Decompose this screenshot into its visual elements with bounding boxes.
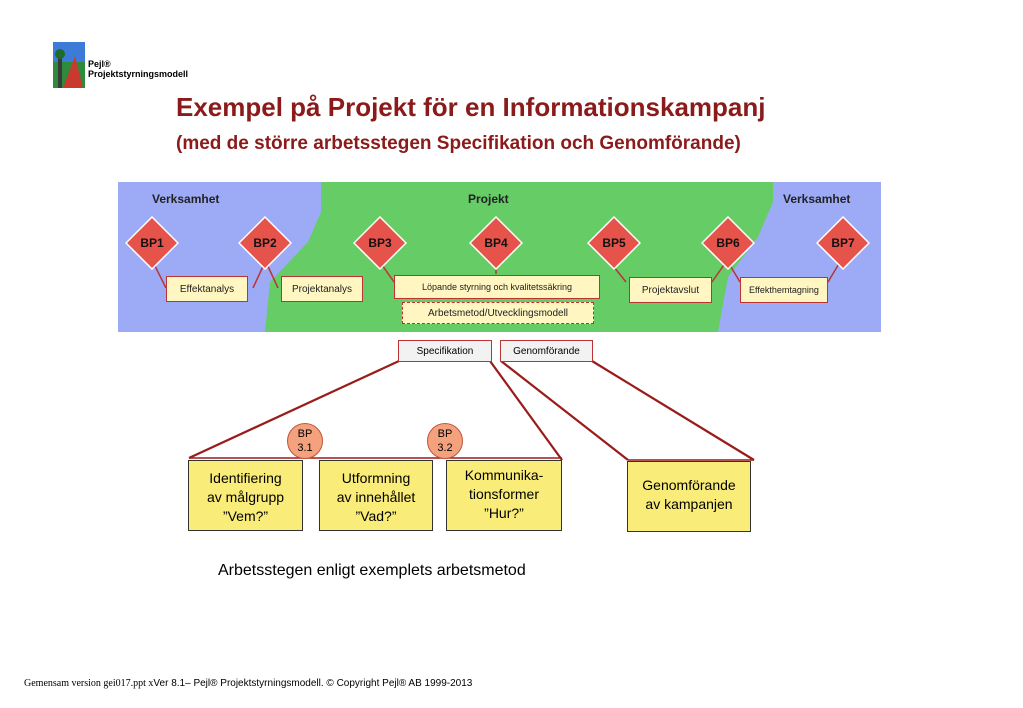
bp4-label: BP4 (484, 236, 508, 250)
work-box-1-line1: Identifiering (209, 470, 282, 486)
bp1-label: BP1 (140, 236, 164, 250)
footer: Gemensam version gei017.ppt xVer 8.1– Pe… (24, 678, 472, 689)
region-label-left: Verksamhet (152, 192, 220, 206)
region-label-right: Verksamhet (783, 192, 851, 206)
caption: Arbetsstegen enligt exemplets arbetsmeto… (218, 562, 526, 579)
bp5-label: BP5 (602, 236, 626, 250)
bp6-diamond: BP6 (701, 216, 755, 270)
bp6-label: BP6 (716, 236, 740, 250)
work-box-2-line1: Utformning (341, 470, 411, 486)
logo-line2: Projektstyrningsmodell (88, 69, 189, 79)
work-box-utformning: Utformning av innehållet ”Vad?” (319, 460, 433, 531)
bp-3-2-line2: 3.2 (437, 442, 453, 454)
step-projektanalys: Projektanalys (281, 276, 363, 302)
step-lopande-styrning: Löpande styrning och kvalitetssäkring (394, 275, 600, 299)
logo-text: Pejl® Projektstyrningsmodell (88, 59, 188, 79)
work-box-2-line3: ”Vad?” (355, 508, 397, 524)
bp-3-1-line2: 3.1 (297, 442, 313, 454)
step-projektavslut: Projektavslut (629, 277, 712, 303)
footer-copyright: Ver 8.1– Pejl® Projektstyrningsmodell. ©… (153, 678, 473, 689)
work-box-2-line2: av innehållet (336, 489, 416, 505)
work-box-kommunikation: Kommunika- tionsformer ”Hur?” (446, 460, 562, 531)
work-box-genomforande: Genomförande av kampanjen (627, 461, 751, 532)
logo-line1: Pejl® (88, 59, 111, 69)
work-box-3-line3: ”Hur?” (484, 505, 524, 521)
bp-3-2-line1: BP (437, 428, 453, 440)
work-box-4-line1: Genomförande (642, 477, 736, 493)
step-effektanalys: Effektanalys (166, 276, 248, 302)
bp5-diamond: BP5 (587, 216, 641, 270)
bp-3-1-circle: BP 3.1 (287, 423, 323, 459)
tab-specifikation[interactable]: Specifikation (398, 340, 492, 362)
step-arbetsmetod: Arbetsmetod/Utvecklingsmodell (402, 302, 594, 324)
bp1-diamond: BP1 (125, 216, 179, 270)
region-label-middle: Projekt (468, 192, 509, 206)
bp7-diamond: BP7 (816, 216, 870, 270)
bp7-label: BP7 (831, 236, 855, 250)
work-box-4-line2: av kampanjen (645, 496, 733, 512)
logo-icon (53, 42, 85, 88)
process-diagram: Verksamhet Projekt Verksamhet BP1 BP2 BP… (118, 182, 881, 332)
page-title: Exempel på Projekt för en Informationska… (176, 92, 766, 122)
bp2-diamond: BP2 (238, 216, 292, 270)
work-box-identifiering: Identifiering av målgrupp ”Vem?” (188, 460, 303, 531)
bp2-label: BP2 (253, 236, 277, 250)
tab-genomforande[interactable]: Genomförande (500, 340, 593, 362)
page-subtitle: (med de större arbetsstegen Specifikatio… (176, 133, 741, 154)
footer-version: Gemensam version gei017.ppt x (24, 678, 154, 689)
bp3-label: BP3 (368, 236, 392, 250)
work-box-3-line1: Kommunika- (464, 467, 544, 483)
work-box-1-line3: ”Vem?” (222, 508, 269, 524)
bp-3-2-circle: BP 3.2 (427, 423, 463, 459)
bp-3-1-line1: BP (297, 428, 313, 440)
work-box-1-line2: av målgrupp (206, 489, 285, 505)
bp4-diamond: BP4 (469, 216, 523, 270)
work-box-3-line2: tionsformer (468, 486, 540, 502)
bp3-diamond: BP3 (353, 216, 407, 270)
step-effekthemtagning: Effekthemtagning (740, 277, 828, 303)
